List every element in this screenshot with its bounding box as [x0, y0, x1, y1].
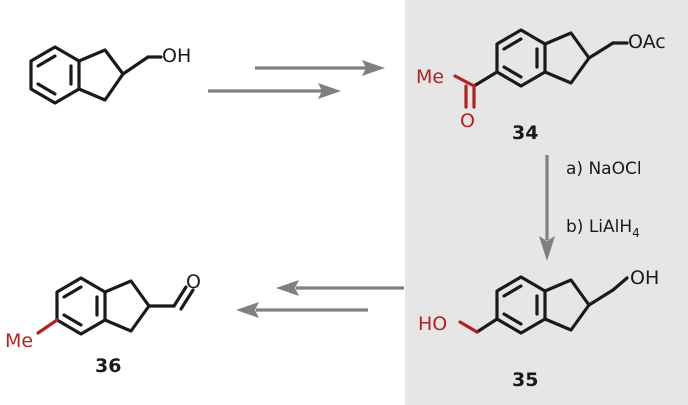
start-oh-label: OH	[162, 45, 191, 67]
c34-number: 34	[512, 122, 538, 144]
c36-number: 36	[95, 355, 121, 377]
c35-ho-label: HO	[418, 313, 447, 335]
arrow-multistep-bottom	[236, 280, 404, 318]
c34-o-label: O	[460, 110, 475, 132]
c36-o-label: O	[186, 271, 201, 293]
condition-b: b) LiAlH4	[566, 217, 640, 240]
arrow-reduction	[539, 155, 555, 261]
arrow-multistep-top	[208, 60, 385, 99]
molecule-35: OH HO 35	[418, 267, 659, 391]
molecule-36: O Me 36	[5, 271, 201, 377]
molecule-start: OH	[29, 45, 191, 105]
c36-me-label: Me	[5, 330, 33, 352]
molecule-34: OAc Me O 34	[416, 28, 666, 144]
c35-oh-label: OH	[630, 267, 659, 289]
condition-a: a) NaOCl	[566, 159, 642, 179]
c34-me-label: Me	[416, 66, 444, 88]
c34-oac-label: OAc	[628, 31, 666, 53]
c35-number: 35	[512, 369, 538, 391]
